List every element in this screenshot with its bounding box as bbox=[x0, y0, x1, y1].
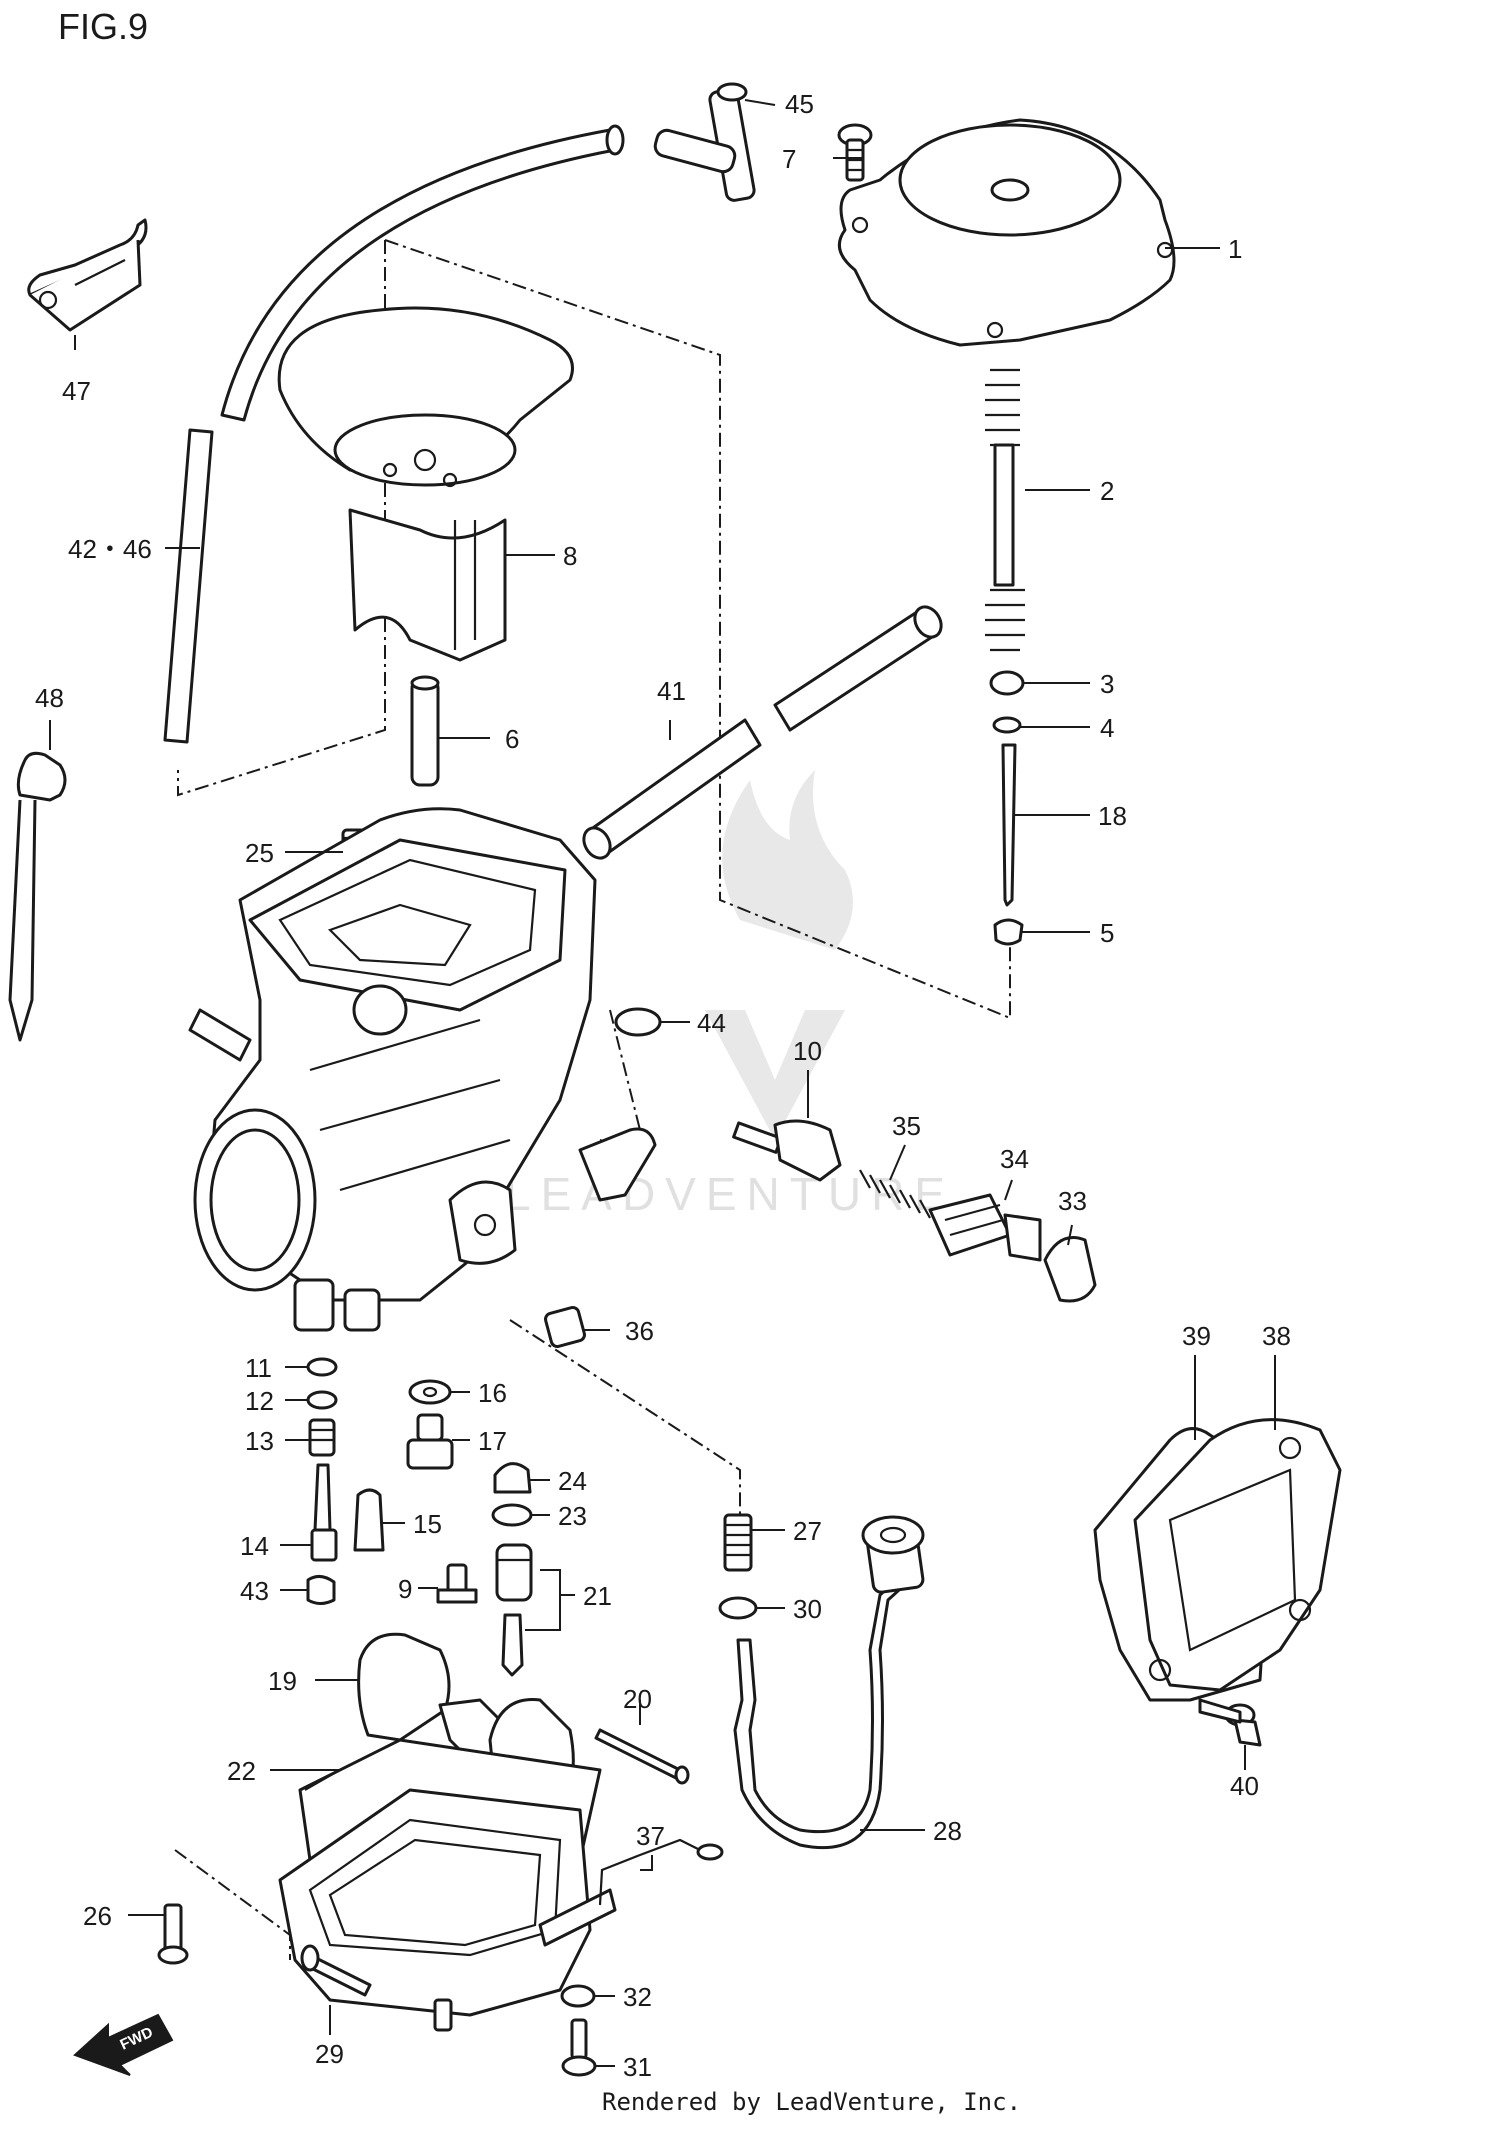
screw-31 bbox=[561, 2018, 597, 2077]
callout-44: 44 bbox=[697, 1008, 726, 1038]
hose-41 bbox=[582, 605, 943, 860]
callout-36: 36 bbox=[625, 1316, 654, 1346]
watermark: LEADVENTURE bbox=[505, 770, 945, 1220]
callout-10: 10 bbox=[793, 1036, 822, 1066]
spring-27 bbox=[723, 1513, 753, 1572]
o-ring-23 bbox=[491, 1503, 533, 1527]
callout-35: 35 bbox=[892, 1111, 921, 1141]
render-credit: Rendered by LeadVenture, Inc. bbox=[602, 2088, 1022, 2116]
screw-9 bbox=[436, 1563, 478, 1604]
washer-16 bbox=[408, 1379, 452, 1405]
fwd-arrow: FWD bbox=[73, 2013, 174, 2076]
screw-26 bbox=[157, 1903, 189, 1965]
callout-45: 45 bbox=[785, 89, 814, 119]
figure-title: FIG.9 bbox=[58, 6, 149, 47]
washer-30 bbox=[718, 1596, 758, 1620]
clip-37 bbox=[598, 1838, 724, 1906]
callout-2: 2 bbox=[1100, 476, 1114, 506]
spring-35 bbox=[859, 1169, 931, 1219]
callout-42-46: 42・46 bbox=[68, 534, 152, 564]
carburetor-body bbox=[188, 807, 657, 1332]
plug-36 bbox=[544, 1306, 586, 1348]
callout-25: 25 bbox=[245, 838, 274, 868]
callout-22: 22 bbox=[227, 1756, 256, 1786]
callout-38: 38 bbox=[1262, 1321, 1291, 1351]
callout-6: 6 bbox=[505, 724, 519, 754]
callout-4: 4 bbox=[1100, 713, 1114, 743]
needle-parts bbox=[989, 670, 1025, 946]
hose-42-46 bbox=[163, 124, 625, 744]
jet-parts-left bbox=[306, 1357, 338, 1605]
fitting-34 bbox=[928, 1193, 1042, 1262]
callout-7: 7 bbox=[782, 144, 796, 174]
callout-labels: 45 7 1 47 2 42・46 8 3 4 48 41 6 18 25 5 … bbox=[35, 89, 1291, 2082]
diaphragm-piston-8 bbox=[277, 306, 574, 662]
callout-16: 16 bbox=[478, 1378, 507, 1408]
pilot-screw-10 bbox=[732, 1119, 842, 1182]
callout-8: 8 bbox=[563, 541, 577, 571]
o-ring-44 bbox=[614, 1007, 662, 1037]
callout-37: 37 bbox=[636, 1821, 665, 1851]
needle-jet-6 bbox=[410, 675, 440, 787]
callout-1: 1 bbox=[1228, 234, 1242, 264]
callout-27: 27 bbox=[793, 1516, 822, 1546]
callout-15: 15 bbox=[413, 1509, 442, 1539]
callout-33: 33 bbox=[1058, 1186, 1087, 1216]
pin-20 bbox=[594, 1728, 690, 1785]
callout-12: 12 bbox=[245, 1386, 274, 1416]
t-fitting-45 bbox=[653, 82, 756, 202]
callout-9: 9 bbox=[398, 1574, 412, 1604]
callout-40: 40 bbox=[1230, 1771, 1259, 1801]
choke-cable-28 bbox=[733, 1515, 925, 1850]
callout-28: 28 bbox=[933, 1816, 962, 1846]
callout-48: 48 bbox=[35, 683, 64, 713]
callout-43: 43 bbox=[240, 1576, 269, 1606]
main-jet-15 bbox=[353, 1488, 385, 1552]
callout-19: 19 bbox=[268, 1666, 297, 1696]
callout-34: 34 bbox=[1000, 1144, 1029, 1174]
callout-41: 41 bbox=[657, 676, 686, 706]
plug-17 bbox=[406, 1413, 454, 1470]
callout-17: 17 bbox=[478, 1426, 507, 1456]
callout-18: 18 bbox=[1098, 801, 1127, 831]
clamp-48 bbox=[8, 751, 67, 1042]
cover-38 bbox=[1133, 1418, 1342, 1692]
plunger-21 bbox=[495, 1543, 533, 1677]
callout-23: 23 bbox=[558, 1501, 587, 1531]
leader-lines bbox=[49, 99, 1276, 2067]
callout-32: 32 bbox=[623, 1982, 652, 2012]
screw-7 bbox=[837, 123, 873, 182]
callout-13: 13 bbox=[245, 1426, 274, 1456]
float-bowl bbox=[278, 1788, 617, 2032]
bolt-40 bbox=[1198, 1698, 1262, 1747]
callout-29: 29 bbox=[315, 2039, 344, 2069]
callout-26: 26 bbox=[83, 1901, 112, 1931]
screw-29 bbox=[300, 1944, 372, 1997]
cap-33 bbox=[1043, 1236, 1097, 1303]
callout-20: 20 bbox=[623, 1684, 652, 1714]
callout-31: 31 bbox=[623, 2052, 652, 2082]
callout-24: 24 bbox=[558, 1466, 587, 1496]
callout-5: 5 bbox=[1100, 918, 1114, 948]
callout-21: 21 bbox=[583, 1581, 612, 1611]
bracket-47 bbox=[27, 218, 148, 332]
top-cap-1 bbox=[837, 118, 1176, 347]
callout-30: 30 bbox=[793, 1594, 822, 1624]
callout-47: 47 bbox=[62, 376, 91, 406]
callout-11: 11 bbox=[245, 1353, 272, 1383]
cap-24 bbox=[493, 1462, 532, 1494]
spring-2 bbox=[985, 368, 1025, 652]
callout-39: 39 bbox=[1182, 1321, 1211, 1351]
washer-32 bbox=[560, 1984, 596, 2008]
callout-14: 14 bbox=[240, 1531, 269, 1561]
callout-3: 3 bbox=[1100, 669, 1114, 699]
